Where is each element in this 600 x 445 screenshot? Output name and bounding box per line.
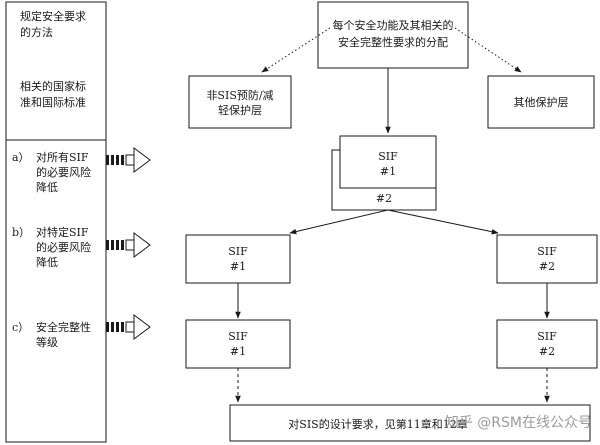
left-panel-frame <box>5 1 107 443</box>
non-sis-line-1: 非SIS预防/减 <box>206 88 273 102</box>
design-requirements-box: 对SIS的设计要求，见第11章和12章 <box>229 404 591 442</box>
allocation-line-1: 每个安全功能及其相关的 <box>333 18 454 32</box>
sif-mid-left-line-1: SIF <box>228 245 248 258</box>
step-a-line-3: 降低 <box>36 180 58 194</box>
left-panel: 规定安全要求 的方法 相关的国家标 准和国际标准 a） 对所有SIF 的必要风险… <box>5 1 107 443</box>
step-a-line-2: 的必要风险 <box>36 165 91 179</box>
non-sis-box: 非SIS预防/减 轻保护层 <box>188 75 292 129</box>
pointer-arrow-a <box>106 147 151 173</box>
sif-stack-front-line-2: #1 <box>380 165 396 178</box>
step-c-line-1: 安全完整性 <box>36 320 91 334</box>
step-b-line-3: 降低 <box>36 255 58 269</box>
sif-box-mid-left: SIF #1 <box>185 234 291 284</box>
other-protection-box: 其他保护层 <box>487 75 595 129</box>
non-sis-line-2: 轻保护层 <box>218 103 262 117</box>
sif-low-left-line-1: SIF <box>228 330 248 343</box>
sif-box-low-right: SIF #2 <box>496 319 598 369</box>
step-c-marker: c） <box>12 321 29 334</box>
sif-low-right-line-2: #2 <box>539 345 555 358</box>
step-a-line-1: 对所有SIF <box>36 150 89 164</box>
sif-mid-left-line-2: #1 <box>230 260 246 273</box>
sif-stack-back-label: #2 <box>376 192 392 205</box>
step-a-marker: a） <box>12 151 30 164</box>
arrow-stack-to-sif-right <box>387 209 499 235</box>
other-protection-label: 其他保护层 <box>514 95 569 109</box>
standards-line-1: 相关的国家标 <box>20 79 86 93</box>
pointer-arrow-b <box>106 232 151 258</box>
sif-mid-right-line-1: SIF <box>537 245 557 258</box>
sif-low-left-line-2: #1 <box>230 345 246 358</box>
step-b-line-1: 对特定SIF <box>36 225 89 239</box>
allocation-box: 每个安全功能及其相关的 安全完整性要求的分配 <box>317 1 469 69</box>
arrow-stack-to-sif-left <box>289 209 389 235</box>
method-title-line-2: 的方法 <box>20 25 53 39</box>
sif-box-mid-right: SIF #2 <box>496 234 598 284</box>
sif-stack: #2 SIF #1 <box>331 135 437 211</box>
step-b-line-2: 的必要风险 <box>36 240 91 254</box>
watermark: 知乎 @RSM在线公众号 <box>445 414 592 431</box>
sif-stack-front-line-1: SIF <box>378 150 398 163</box>
sif-mid-right-line-2: #2 <box>539 260 555 273</box>
dotted-arrow-to-non-sis <box>261 27 331 73</box>
step-c-line-2: 等级 <box>36 335 58 349</box>
sif-low-right-line-1: SIF <box>537 330 557 343</box>
step-b-marker: b） <box>12 226 30 239</box>
pointer-arrow-c <box>106 314 151 340</box>
allocation-line-2: 安全完整性要求的分配 <box>338 35 448 49</box>
method-title-line-1: 规定安全要求 <box>20 9 86 23</box>
sif-box-low-left: SIF #1 <box>185 319 291 369</box>
dotted-arrow-to-other <box>454 27 522 73</box>
sif-stack-front <box>339 135 437 189</box>
design-requirements-text: 对SIS的设计要求，见第11章和12章 <box>288 417 467 431</box>
standards-line-2: 准和国际标准 <box>20 95 86 109</box>
